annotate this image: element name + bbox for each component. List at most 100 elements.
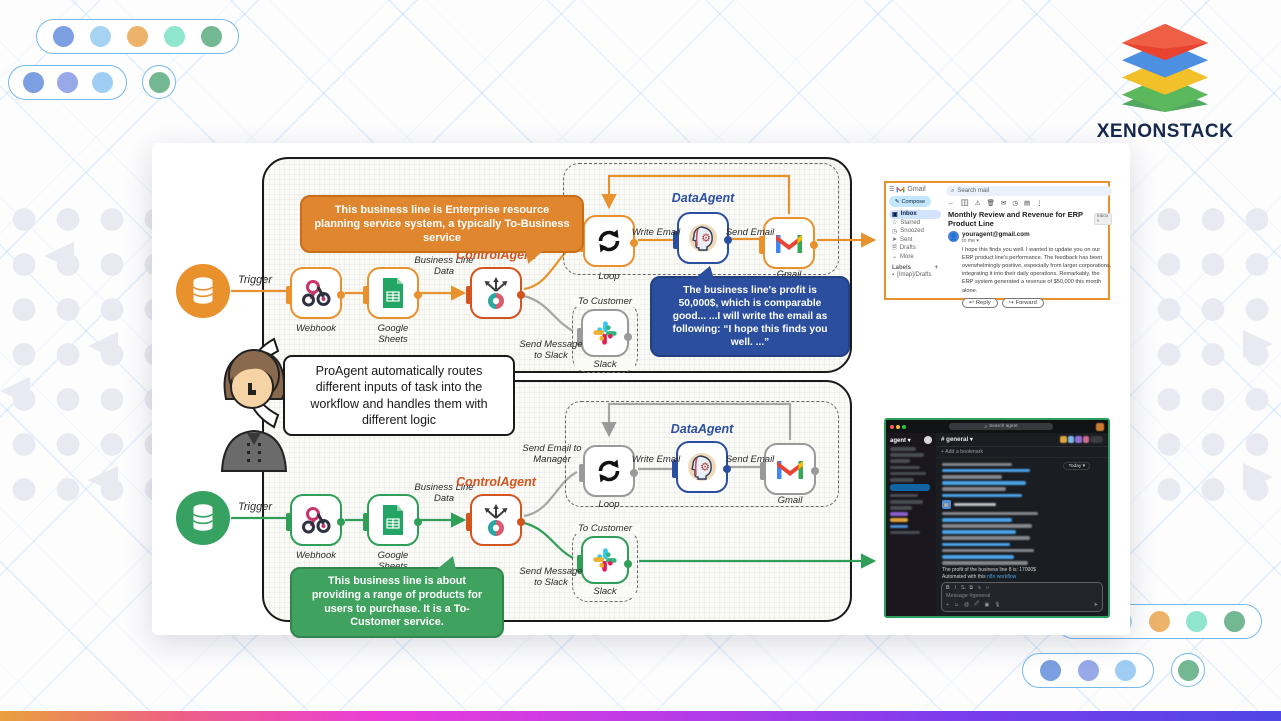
trigger-node-business[interactable] <box>176 264 230 318</box>
user-avatar[interactable] <box>1096 422 1104 431</box>
database-icon <box>193 277 213 304</box>
add-bookmark-button[interactable]: + Add a bookmark <box>936 447 1108 458</box>
sidebar-label-imap-drafts[interactable]: ▪[Imap]/Drafts <box>892 272 932 279</box>
gmail-logo-text: Gmail <box>907 186 926 193</box>
sheets-node[interactable] <box>363 494 422 546</box>
slack-search-bar[interactable]: ⌕ Search agent <box>949 423 1053 430</box>
clock-icon: ◷ <box>892 228 898 235</box>
move-icon[interactable]: ▤ <box>1023 200 1031 207</box>
slack-main: # general ▾ + Add a bookmark Today ▾ 🤖 T… <box>936 433 1108 616</box>
webhook-node[interactable] <box>286 267 345 319</box>
callout-data-agent: The business line's profit is 50,000$, w… <box>650 266 850 358</box>
deco-pill-bottom-right-3 <box>1022 653 1154 688</box>
traffic-lights-icon[interactable] <box>890 424 906 429</box>
forward-button[interactable]: ↪Forward <box>1001 297 1044 308</box>
more-icon[interactable]: ⋮ <box>1036 200 1043 207</box>
data-agent-node[interactable]: ⚙ <box>673 212 732 264</box>
gmail-node[interactable] <box>760 443 819 495</box>
sidebar-item-more[interactable]: ⌄More <box>892 253 914 261</box>
control-agent-icon <box>484 277 508 309</box>
member-facepile[interactable] <box>1060 436 1103 443</box>
code-icon[interactable]: ‹› <box>985 585 990 591</box>
sheets-node[interactable] <box>363 267 422 319</box>
email-group-box <box>565 401 839 507</box>
archive-icon[interactable]: 🗄 <box>960 200 969 207</box>
email-subject: Monthly Review and Revenue for ERP Produ… <box>948 210 1083 228</box>
slack-node[interactable] <box>577 309 632 357</box>
data-agent-node[interactable]: ⚙ <box>672 441 731 493</box>
edge-label-send-email-manager: Send Email to Manager <box>522 443 582 466</box>
edge-label-business-line-data: Business Line Data <box>414 255 474 278</box>
callout-data-agent-text: The business line's profit is 50,000$, w… <box>672 285 828 349</box>
new-message-icon[interactable] <box>924 436 932 444</box>
to-line[interactable]: to me ▾ <box>962 238 980 244</box>
control-agent-node[interactable] <box>466 494 525 546</box>
compose-button[interactable]: ✎ Compose <box>889 196 931 207</box>
deco-dot-grid-left <box>2 197 160 511</box>
gmail-icon <box>777 460 803 479</box>
sidebar-item-sent[interactable]: ➤Sent <box>892 236 913 244</box>
plus-icon[interactable]: + <box>946 602 949 608</box>
edge-label-trigger: Trigger <box>237 501 273 513</box>
ordered-list-icon[interactable]: ≡ <box>977 585 981 591</box>
callout-business-line: This business line is Enterprise resourc… <box>300 195 584 265</box>
sidebar-item-starred[interactable]: ☆Starred <box>892 219 921 227</box>
italic-icon[interactable]: I <box>954 585 957 591</box>
webhook-node[interactable] <box>286 494 345 546</box>
mention-icon[interactable]: @ <box>964 602 970 608</box>
loop-node[interactable] <box>579 445 638 497</box>
report-icon[interactable]: ⚠ <box>974 200 981 207</box>
workflow-link[interactable]: n8n workflow <box>987 574 1017 579</box>
snooze-icon[interactable]: ◷ <box>1012 200 1018 207</box>
plus-icon[interactable]: + <box>934 265 938 271</box>
channel-name[interactable]: # general ▾ <box>941 436 973 443</box>
composer-actions: + ☺ @ 🖉 ▣ 🎙 ➤ <box>946 601 1098 609</box>
sidebar-item-inbox[interactable]: ▣Inbox <box>889 210 941 219</box>
edge-label-write-email: Write Email <box>631 227 681 238</box>
sidebar-item-drafts[interactable]: 🗎Drafts <box>892 245 916 252</box>
clip-icon[interactable]: 🖉 <box>974 601 980 607</box>
search-icon: ⌕ <box>984 424 988 430</box>
deco-pill-top-left-5 <box>36 19 239 54</box>
control-agent-node[interactable] <box>466 267 525 319</box>
mail-icon[interactable]: ✉ <box>1000 200 1007 207</box>
proagent-note-text: ProAgent automatically routes different … <box>310 364 488 427</box>
data-agent-title: DataAgent <box>670 422 734 436</box>
loop-node[interactable] <box>579 215 638 267</box>
hamburger-icon[interactable]: ☰ <box>889 187 895 193</box>
compose-label: Compose <box>901 198 926 205</box>
sidebar-item-snoozed[interactable]: ◷Snoozed <box>892 228 924 235</box>
gmail-node[interactable] <box>759 217 818 269</box>
emoji-icon[interactable]: ☺ <box>953 602 960 608</box>
control-agent-icon <box>484 504 508 536</box>
delete-icon[interactable]: 🗑 <box>986 200 995 207</box>
loop-icon <box>598 229 620 253</box>
trigger-node-customer[interactable] <box>176 491 230 545</box>
composer-input[interactable]: Message #general <box>946 593 991 599</box>
slack-label: Slack <box>575 359 635 371</box>
bold-icon[interactable]: B <box>946 585 950 591</box>
workspace-name[interactable]: agent ▾ <box>890 437 911 444</box>
xenonstack-layers-icon <box>1121 23 1209 112</box>
diagram-panel: Trigger Webhook Google Sheets Business L… <box>152 143 1130 639</box>
edge-label-trigger: Trigger <box>237 274 273 286</box>
manager-person-icon <box>220 349 292 472</box>
deco-pill-top-left-3 <box>8 65 127 100</box>
callout-customer-line-text: This business line is about providing a … <box>311 575 483 629</box>
back-icon[interactable]: ← <box>948 199 955 207</box>
brand-name: XENONSTACK <box>1096 121 1234 142</box>
send-icon[interactable]: ➤ <box>1093 602 1098 608</box>
video-icon[interactable]: ▣ <box>984 602 990 608</box>
gmail-search-bar[interactable]: ⌕ Search mail <box>946 186 1112 196</box>
loop-label: Loop <box>598 271 620 282</box>
today-divider[interactable]: Today ▾ <box>1063 462 1090 470</box>
strikethrough-icon[interactable]: S̶ <box>961 585 965 591</box>
search-icon: ⌕ <box>951 187 955 194</box>
mic-icon[interactable]: 🎙 <box>994 602 1001 608</box>
slack-node[interactable] <box>577 536 632 584</box>
reply-button[interactable]: ↩Reply <box>962 297 998 308</box>
inbox-chip: Inbox × <box>1093 213 1112 225</box>
data-agent-title: DataAgent <box>671 191 735 205</box>
link-icon[interactable]: ⧉ <box>969 585 973 591</box>
